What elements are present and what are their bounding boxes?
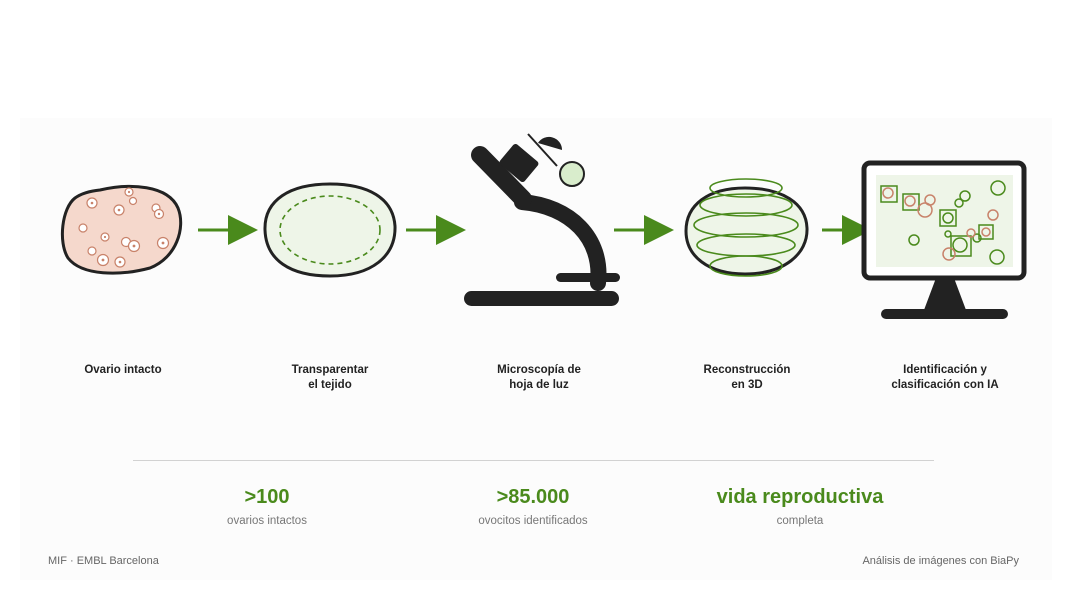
footer-credit: MIF · EMBL Barcelona <box>48 555 159 567</box>
stat-caption: ovocitos identificados <box>478 515 588 527</box>
step-label-clearing: Transparentar el tejido <box>240 363 420 393</box>
arrow-icon <box>822 215 872 245</box>
arrow-icon <box>614 215 674 245</box>
section-divider <box>133 460 934 461</box>
microscope-icon <box>464 133 620 306</box>
step-label-ai: Identificación y clasificación con IA <box>855 363 1035 393</box>
arrow-icon <box>406 215 466 245</box>
step-label-line: Identificación y <box>903 364 987 376</box>
stat-ovaries: >100 ovarios intactos <box>157 485 377 527</box>
step-label-line: Transparentar <box>291 364 369 376</box>
stat-reproductive-life: vida reproductiva completa <box>690 485 910 527</box>
stat-caption: completa <box>776 515 824 527</box>
step-label-line: Microscopía de <box>497 364 581 376</box>
step-label-line: Reconstrucción <box>703 364 791 376</box>
step-label-line: hoja de luz <box>509 379 569 391</box>
reconstruction-3d-icon <box>684 178 809 277</box>
step-label-line: el tejido <box>308 379 352 391</box>
step-label-microscopy: Microscopía de hoja de luz <box>449 363 629 393</box>
stat-value: >85.000 <box>496 486 570 508</box>
stat-value: >100 <box>244 486 290 508</box>
footer-tool: Análisis de imágenes con BiaPy <box>862 555 1019 567</box>
step-label-line: Ovario intacto <box>84 364 162 376</box>
stat-value: vida reproductiva <box>716 486 884 508</box>
intact-ovary-icon <box>60 184 183 275</box>
step-label-line: clasificación con IA <box>891 379 999 391</box>
cleared-tissue-icon <box>263 182 397 278</box>
ai-monitor-icon <box>861 160 1027 319</box>
stat-caption: ovarios intactos <box>227 515 307 527</box>
step-label-reconstruction: Reconstrucción en 3D <box>657 363 837 393</box>
arrow-icon <box>198 215 258 245</box>
stat-oocytes: >85.000 ovocitos identificados <box>423 485 643 527</box>
step-label-line: en 3D <box>731 379 763 391</box>
step-label-ovary: Ovario intacto <box>33 363 213 378</box>
